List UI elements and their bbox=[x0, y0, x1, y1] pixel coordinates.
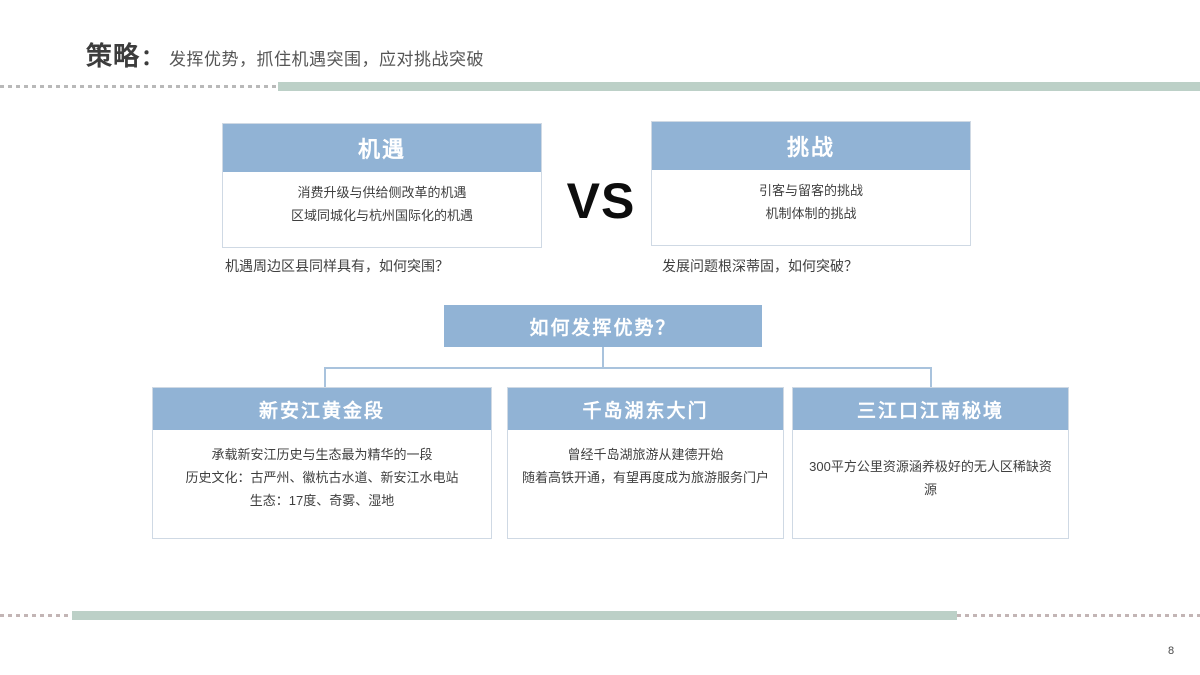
opportunity-card-header: 机遇 bbox=[223, 124, 541, 172]
strategy-line: 300平方公里资源涵养极好的无人区稀缺资源 bbox=[809, 459, 1052, 497]
strategy-line: 承载新安江历史与生态最为精华的一段 bbox=[211, 447, 433, 462]
question-card-header: 如何发挥优势？ bbox=[444, 305, 762, 347]
strategy-card-2-header: 千岛湖东大门 bbox=[508, 388, 783, 430]
page-title: 策略 ： 发挥优势，抓住机遇突围，应对挑战突破 bbox=[86, 36, 484, 73]
footer-divider-dotted-right bbox=[957, 614, 1200, 617]
challenge-caption: 发展问题根深蒂固，如何突破？ bbox=[662, 258, 858, 274]
header-divider bbox=[0, 82, 1200, 91]
opportunity-caption: 机遇周边区县同样具有，如何突围？ bbox=[225, 258, 449, 274]
strategy-line: 曾经千岛湖旅游从建德开始 bbox=[567, 447, 724, 462]
challenge-card-body: 引客与留客的挑战 机制体制的挑战 bbox=[652, 170, 970, 247]
challenge-card[interactable]: 挑战 引客与留客的挑战 机制体制的挑战 bbox=[651, 121, 971, 246]
opportunity-line: 消费升级与供给侧改革的机遇 bbox=[297, 185, 467, 200]
challenge-line: 机制体制的挑战 bbox=[765, 205, 857, 221]
connector-vertical-left bbox=[324, 367, 326, 388]
footer-divider-dotted-left bbox=[0, 614, 72, 617]
strategy-line: 生态：17度、奇雾、湿地 bbox=[249, 492, 395, 508]
opportunity-card[interactable]: 机遇 消费升级与供给侧改革的机遇 区域同城化与杭州国际化的机遇 bbox=[222, 123, 542, 248]
page-number: 8 bbox=[1168, 645, 1175, 657]
strategy-card-2[interactable]: 千岛湖东大门 曾经千岛湖旅游从建德开始 随着高铁开通，有望再度成为旅游服务门户 bbox=[507, 387, 784, 539]
connector-horizontal bbox=[324, 367, 932, 369]
footer-divider bbox=[0, 611, 1200, 620]
strategy-card-1[interactable]: 新安江黄金段 承载新安江历史与生态最为精华的一段 历史文化：古严州、徽杭古水道、… bbox=[152, 387, 492, 539]
opportunity-card-body: 消费升级与供给侧改革的机遇 区域同城化与杭州国际化的机遇 bbox=[223, 172, 541, 249]
connector-vertical-right bbox=[930, 367, 932, 388]
challenge-card-header: 挑战 bbox=[652, 122, 970, 170]
opportunity-line: 区域同城化与杭州国际化的机遇 bbox=[290, 207, 473, 223]
page-title-colon: ： bbox=[141, 45, 164, 70]
page-subtitle: 发挥优势，抓住机遇突围，应对挑战突破 bbox=[169, 50, 485, 69]
strategy-card-3[interactable]: 三江口江南秘境 300平方公里资源涵养极好的无人区稀缺资源 bbox=[792, 387, 1069, 539]
strategy-card-1-header: 新安江黄金段 bbox=[153, 388, 491, 430]
strategy-card-1-body: 承载新安江历史与生态最为精华的一段 历史文化：古严州、徽杭古水道、新安江水电站 … bbox=[153, 430, 491, 540]
challenge-line: 引客与留客的挑战 bbox=[758, 183, 863, 198]
strategy-line: 历史文化：古严州、徽杭古水道、新安江水电站 bbox=[185, 469, 459, 485]
strategy-line: 随着高铁开通，有望再度成为旅游服务门户 bbox=[521, 469, 769, 485]
header-divider-dotted bbox=[0, 85, 278, 88]
connector-vertical-main bbox=[602, 347, 604, 369]
footer-divider-bar bbox=[72, 611, 957, 620]
header-divider-bar bbox=[278, 82, 1200, 91]
strategy-card-2-body: 曾经千岛湖旅游从建德开始 随着高铁开通，有望再度成为旅游服务门户 bbox=[508, 430, 783, 540]
question-card[interactable]: 如何发挥优势？ bbox=[444, 305, 762, 347]
strategy-card-3-header: 三江口江南秘境 bbox=[793, 388, 1068, 430]
page-title-main: 策略 bbox=[86, 41, 141, 71]
strategy-card-3-body: 300平方公里资源涵养极好的无人区稀缺资源 bbox=[793, 430, 1068, 540]
vs-label: VS bbox=[566, 173, 636, 229]
